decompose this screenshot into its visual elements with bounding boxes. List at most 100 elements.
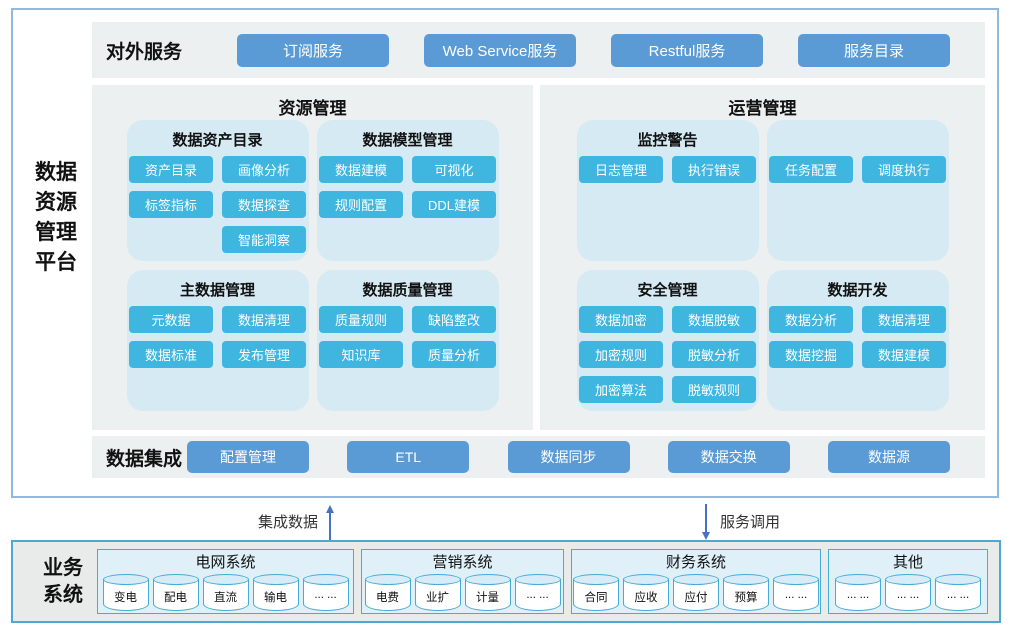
- operation-management-title: 运营管理: [728, 99, 797, 118]
- database-icon: 业扩: [414, 574, 461, 611]
- system-box-other: 其他 ... ... ... ... ... ...: [828, 549, 988, 614]
- integration-button-sync: 数据同步: [507, 441, 630, 473]
- business-systems-section: 业务 系统 电网系统 变电 配电 直流 输电 ... ... 营销系统 电费 业…: [11, 540, 1001, 623]
- database-label: ... ...: [526, 589, 549, 601]
- module-chip: 数据分析: [769, 306, 853, 333]
- group-title: 监控警告: [637, 132, 698, 149]
- business-title-line: 系统: [43, 584, 83, 606]
- database-icon: 预算: [723, 574, 769, 611]
- external-services-heading: 对外服务: [106, 41, 183, 63]
- group-title: 数据质量管理: [362, 282, 453, 299]
- group-chips: 元数据 数据清理 数据标准 发布管理: [127, 306, 309, 368]
- database-icon: ... ...: [773, 574, 819, 611]
- system-title: 其他: [892, 554, 923, 571]
- system-title: 营销系统: [432, 554, 493, 571]
- flow-label-integrate-data: 集成数据: [258, 514, 319, 531]
- module-chip: 发布管理: [222, 341, 306, 368]
- database-label: ... ...: [784, 589, 808, 601]
- resource-management-panel: 资源管理 数据资产目录 资产目录 画像分析 标签指标 数据探查 智能洞察 数据模…: [92, 85, 533, 430]
- data-integration-section: 数据集成 配置管理 ETL 数据同步 数据交换 数据源: [92, 436, 985, 478]
- database-label: ... ...: [846, 589, 870, 601]
- data-integration-buttons: 配置管理 ETL 数据同步 数据交换 数据源: [187, 436, 950, 478]
- business-systems-list: 电网系统 变电 配电 直流 输电 ... ... 营销系统 电费 业扩 计量 .…: [97, 549, 991, 614]
- group-chips: 数据建模 可视化 规则配置 DDL建模: [317, 156, 499, 218]
- database-icon: 直流: [202, 574, 249, 611]
- module-chip: 画像分析: [222, 156, 306, 183]
- module-chip: 智能洞察: [222, 226, 306, 253]
- database-label: 变电: [114, 592, 137, 604]
- platform-title-line: 管理: [35, 221, 77, 244]
- group-data-model-mgmt: 数据模型管理 数据建模 可视化 规则配置 DDL建模: [316, 120, 499, 261]
- database-label: 应收: [634, 592, 658, 604]
- operation-management-panel: 运营管理 监控警告 日志管理 执行错误 任务配置 调度执行: [540, 85, 985, 430]
- group-chips: 资产目录 画像分析 标签指标 数据探查 智能洞察: [127, 156, 309, 253]
- group-security-mgmt: 安全管理 数据加密 数据脱敏 加密规则 脱敏分析 加密算法 脱敏规则: [576, 270, 759, 411]
- database-icon: ... ...: [885, 574, 931, 611]
- flow-label-service-call: 服务调用: [720, 514, 781, 531]
- module-chip: 规则配置: [319, 191, 403, 218]
- group-master-data-mgmt: 主数据管理 元数据 数据清理 数据标准 发布管理: [126, 270, 309, 411]
- database-label: 预算: [734, 592, 758, 604]
- database-icon: ... ...: [935, 574, 981, 611]
- group-title: [767, 129, 949, 150]
- group-chips: 数据分析 数据清理 数据挖掘 数据建模: [767, 306, 949, 368]
- group-chips: 任务配置 调度执行: [767, 156, 949, 183]
- resource-management-title: 资源管理: [278, 99, 347, 118]
- database-icon: 输电: [252, 574, 299, 611]
- group-chips: 数据加密 数据脱敏 加密规则 脱敏分析 加密算法 脱敏规则: [577, 306, 759, 403]
- module-chip: 元数据: [129, 306, 213, 333]
- service-button-subscribe: 订阅服务: [237, 33, 389, 67]
- up-arrow-icon: [325, 505, 335, 540]
- module-chip: 数据清理: [862, 306, 946, 333]
- database-label: 输电: [264, 592, 287, 604]
- business-systems-title: 业务 系统: [33, 555, 93, 609]
- database-label: ... ...: [946, 589, 970, 601]
- module-chip: 日志管理: [579, 156, 663, 183]
- group-chips: 日志管理 执行错误: [577, 156, 759, 183]
- system-databases: 合同 应收 应付 预算 ... ...: [573, 574, 819, 611]
- system-databases: 电费 业扩 计量 ... ...: [364, 574, 561, 611]
- module-chip: 加密算法: [579, 376, 663, 403]
- database-icon: 变电: [102, 574, 149, 611]
- resource-management-groups: 数据资产目录 资产目录 画像分析 标签指标 数据探查 智能洞察 数据模型管理 数…: [92, 120, 533, 430]
- database-label: 配电: [164, 592, 187, 604]
- database-icon: 合同: [573, 574, 619, 611]
- module-chip: 执行错误: [672, 156, 756, 183]
- system-databases: 变电 配电 直流 输电 ... ...: [102, 574, 349, 611]
- module-chip: 知识库: [319, 341, 403, 368]
- integration-button-config: 配置管理: [187, 441, 309, 473]
- platform-title-line: 资源: [35, 191, 77, 214]
- service-button-restful: Restful服务: [611, 33, 763, 67]
- database-icon: ... ...: [302, 574, 349, 611]
- platform-container: 数据 资源 管理 平台 对外服务 订阅服务 Web Service服务 Rest…: [11, 8, 999, 498]
- module-chip: 缺陷整改: [412, 306, 496, 333]
- database-label: ... ...: [314, 589, 337, 601]
- database-label: 电费: [376, 592, 399, 604]
- database-icon: ... ...: [514, 574, 561, 611]
- group-title: 数据模型管理: [362, 132, 453, 149]
- platform-title-line: 平台: [35, 251, 77, 274]
- module-chip: 数据建模: [319, 156, 403, 183]
- external-services-buttons: 订阅服务 Web Service服务 Restful服务 服务目录: [237, 22, 950, 78]
- platform-title-line: 数据: [35, 161, 77, 184]
- system-box-grid: 电网系统 变电 配电 直流 输电 ... ...: [97, 549, 354, 614]
- database-icon: 应收: [623, 574, 669, 611]
- database-label: 直流: [214, 592, 237, 604]
- module-chip: 标签指标: [129, 191, 213, 218]
- database-icon: ... ...: [835, 574, 881, 611]
- group-data-quality-mgmt: 数据质量管理 质量规则 缺陷整改 知识库 质量分析: [316, 270, 499, 411]
- module-chip: 资产目录: [129, 156, 213, 183]
- module-chip: 数据脱敏: [672, 306, 756, 333]
- integration-button-source: 数据源: [828, 441, 950, 473]
- database-label: 计量: [476, 592, 499, 604]
- database-label: ... ...: [896, 589, 920, 601]
- module-chip: 数据清理: [222, 306, 306, 333]
- database-label: 业扩: [426, 592, 449, 604]
- data-integration-heading: 数据集成: [106, 448, 183, 470]
- module-chip: 质量分析: [412, 341, 496, 368]
- module-chip: 数据建模: [862, 341, 946, 368]
- platform-title: 数据 资源 管理 平台: [23, 158, 89, 278]
- system-box-finance: 财务系统 合同 应收 应付 预算 ... ...: [571, 549, 821, 614]
- integration-button-etl: ETL: [347, 441, 470, 473]
